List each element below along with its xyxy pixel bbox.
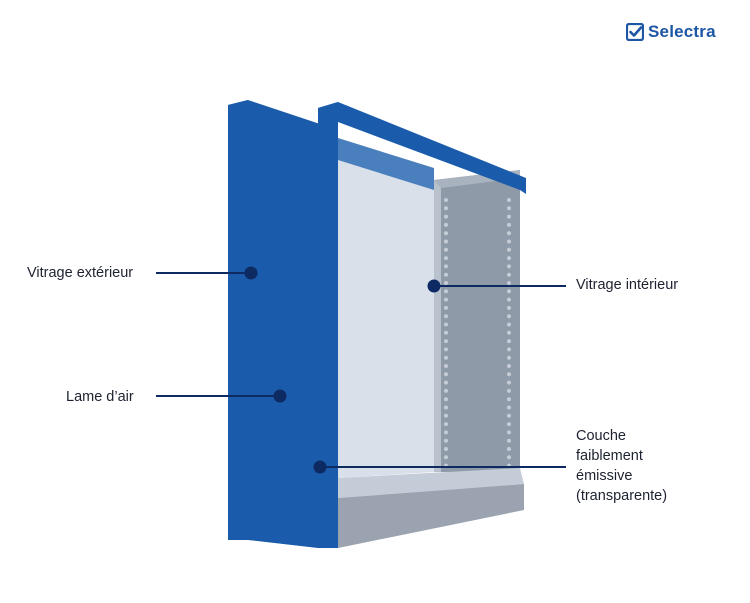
- inner-pane-top-shade: [338, 138, 434, 190]
- spacer-dot: [507, 247, 511, 252]
- spacer-dot: [507, 438, 511, 443]
- spacer-dot: [507, 405, 511, 410]
- spacer-dot: [507, 455, 511, 460]
- spacer-dot: [507, 264, 511, 269]
- inner-frame-top: [318, 102, 526, 194]
- spacer-dot: [444, 305, 448, 310]
- spacer-dot: [507, 355, 511, 360]
- spacer-dot: [444, 372, 448, 377]
- spacer-dot: [507, 239, 511, 244]
- spacer-back: [434, 170, 520, 472]
- spacer-dot: [507, 372, 511, 377]
- outer-frame-bottom: [228, 528, 250, 540]
- check-box-icon: [626, 23, 644, 41]
- spacer-dot: [444, 347, 448, 352]
- label-couche-line-2: faiblement: [576, 448, 643, 464]
- spacer-dot: [507, 281, 511, 285]
- spacer-dot: [444, 256, 448, 261]
- spacer-dot: [507, 447, 511, 451]
- outer-frame: [228, 100, 338, 548]
- label-couche-line-3: émissive: [576, 468, 633, 484]
- brand-name: Selectra: [648, 22, 716, 41]
- spacer-dot: [444, 364, 448, 368]
- spacer-dot: [444, 214, 448, 219]
- spacer-dot: [507, 206, 511, 211]
- leader-lines: [156, 266, 566, 474]
- spacer-dot: [444, 272, 448, 277]
- spacer-dot: [444, 314, 448, 319]
- label-couche-line-1: Couche: [576, 428, 626, 444]
- bottom-base-front: [338, 484, 524, 548]
- spacer-dot: [507, 347, 511, 352]
- label-vitrage-interieur: Vitrage intérieur: [576, 277, 679, 293]
- spacer-dot: [507, 397, 511, 402]
- spacer-dot: [507, 314, 511, 319]
- spacer-dot: [507, 289, 511, 294]
- spacer-dots: [444, 198, 511, 468]
- label-vitrage-exterieur: Vitrage extérieur: [27, 265, 134, 281]
- spacer-dot: [444, 413, 448, 418]
- inner-frame-left-bar: [318, 102, 338, 548]
- spacer-dot: [444, 247, 448, 252]
- spacer-dot: [444, 430, 448, 435]
- spacer-dot: [507, 364, 511, 368]
- spacer-dot: [444, 297, 448, 302]
- bottom-base-top: [338, 468, 524, 498]
- spacer-dot: [507, 422, 511, 427]
- spacer-dot: [444, 339, 448, 344]
- spacer-dot: [444, 198, 448, 202]
- spacer-dot: [507, 330, 511, 335]
- outer-frame-left-bar: [228, 100, 248, 540]
- spacer-dot: [507, 322, 511, 327]
- spacer-dot: [507, 231, 511, 236]
- spacer-dot: [507, 413, 511, 418]
- spacer-dot: [444, 397, 448, 402]
- spacer-dot: [507, 305, 511, 310]
- spacer-dot: [444, 281, 448, 285]
- spacer-dot: [444, 422, 448, 427]
- label-couche-line-4: (transparente): [576, 488, 668, 504]
- spacer-dot: [444, 438, 448, 443]
- spacer-dot: [507, 380, 511, 385]
- spacer-dot: [444, 206, 448, 211]
- spacer-dot: [507, 214, 511, 219]
- spacer-dot: [444, 455, 448, 460]
- spacer-dot: [507, 297, 511, 302]
- spacer-dot: [507, 388, 511, 393]
- spacer-dot: [507, 339, 511, 344]
- spacer-dot: [507, 272, 511, 277]
- spacer-dot: [507, 256, 511, 261]
- spacer-dot: [444, 289, 448, 294]
- spacer-side-face: [434, 180, 441, 472]
- spacer-dot: [444, 380, 448, 385]
- spacer-dot: [444, 388, 448, 393]
- label-lame-air: Lame d’air: [66, 389, 134, 405]
- inner-glass-pane: [338, 152, 434, 478]
- spacer-dot: [444, 239, 448, 244]
- spacer-dot: [444, 322, 448, 327]
- spacer-dot: [444, 355, 448, 360]
- spacer-dot: [444, 222, 448, 227]
- spacer-dot: [507, 430, 511, 435]
- spacer-dot: [444, 447, 448, 451]
- spacer-dot: [507, 198, 511, 202]
- spacer-dot: [444, 330, 448, 335]
- spacer-dot: [444, 405, 448, 410]
- spacer-dot: [444, 231, 448, 236]
- spacer-dot: [507, 222, 511, 227]
- label-couche-emissive: Couche faiblement émissive (transparente…: [576, 426, 726, 506]
- brand-logo: Selectra: [626, 20, 716, 44]
- spacer-dot: [444, 264, 448, 269]
